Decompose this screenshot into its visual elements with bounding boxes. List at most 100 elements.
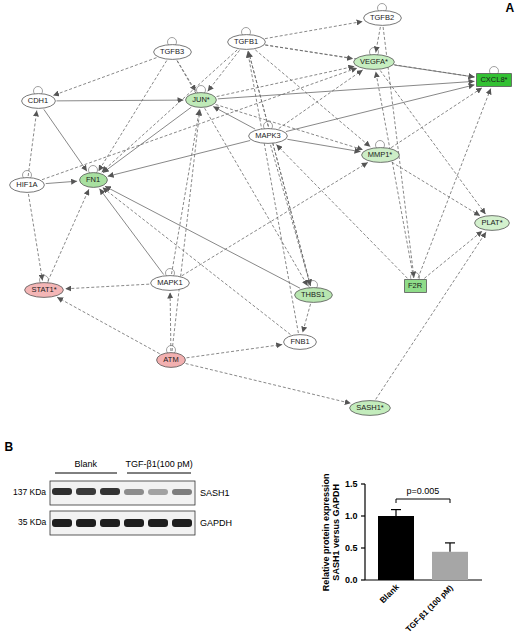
figure-label: B	[5, 441, 14, 455]
gene-label: CDH1	[21, 97, 56, 105]
interaction-edge	[248, 51, 310, 286]
interaction-edge	[271, 145, 311, 286]
figure-label: Relative protein expression SASH1 versus…	[321, 466, 342, 598]
interaction-edge	[98, 61, 166, 172]
interaction-edge	[57, 297, 160, 354]
interaction-edge	[216, 104, 363, 149]
gene-node: MAPK3	[248, 128, 288, 144]
interaction-edge	[186, 364, 351, 404]
gene-label: HIF1A	[9, 181, 45, 189]
gene-label: TGFB1	[227, 38, 266, 46]
blot-band	[100, 519, 120, 527]
gapdh-bands	[52, 519, 192, 527]
gene-node: CDH1	[21, 93, 56, 109]
gene-label: STAT1*	[24, 286, 64, 294]
tick	[361, 515, 365, 516]
interaction-edge	[46, 181, 77, 183]
figure-label: 1.0	[345, 511, 358, 521]
figure-label: Blank	[378, 582, 401, 605]
gene-node: STAT1*	[24, 282, 64, 298]
gene-node: VEGFA*	[353, 54, 395, 70]
interaction-edge	[42, 68, 357, 180]
figure-label: 35 KDa	[18, 518, 46, 528]
gene-label: TGFB3	[153, 48, 192, 56]
gene-label: PLAT*	[474, 219, 510, 227]
interaction-edge	[395, 65, 475, 77]
blot-band	[76, 519, 96, 527]
gene-label: FNB1	[283, 338, 317, 346]
blot-band	[148, 489, 168, 495]
gene-node: TGFB3	[153, 44, 192, 60]
chart-axes	[361, 484, 482, 580]
figure-label: 0.0	[345, 575, 358, 585]
figure-label: TGF-β1 (100 pM)	[404, 583, 455, 634]
blot-band	[172, 519, 192, 527]
gene-label: MAPK1	[150, 279, 190, 287]
interaction-edge	[376, 71, 414, 278]
figure-label: Blank	[75, 459, 98, 469]
interaction-edge	[376, 27, 381, 53]
interaction-edge	[424, 231, 482, 278]
gene-node: TGFB2	[363, 10, 402, 26]
gene-node: JUN*	[185, 92, 217, 108]
gene-label: FN1	[79, 176, 108, 184]
blot-band	[148, 519, 168, 527]
gene-label: VEGFA*	[353, 58, 395, 66]
interaction-edge	[48, 189, 89, 281]
figure-label: p=0.005	[407, 486, 440, 496]
figure-label: 1.5	[345, 479, 358, 489]
blot-band	[52, 488, 72, 495]
error-bar	[395, 510, 396, 516]
gene-node: F2R	[404, 279, 427, 293]
interaction-edge	[99, 189, 163, 275]
interaction-edge	[248, 51, 310, 286]
y-axis	[364, 484, 365, 580]
interaction-edge	[279, 70, 363, 129]
interaction-edge	[102, 50, 238, 172]
gene-node: HIF1A	[9, 177, 45, 193]
blot-band	[172, 489, 192, 495]
gene-node: THBS1	[294, 287, 333, 303]
interaction-edge	[182, 162, 368, 275]
interaction-edge	[56, 100, 183, 102]
interaction-edge	[44, 109, 87, 171]
interaction-edge	[103, 187, 291, 334]
gene-label: CXCL8*	[476, 76, 512, 84]
gene-label: ATM	[156, 356, 186, 364]
gene-node: TGFB1	[227, 34, 266, 50]
interaction-edge	[65, 284, 149, 289]
tick	[361, 483, 365, 484]
error-cap	[391, 509, 401, 510]
gene-node: MMP1*	[361, 147, 400, 163]
interaction-edge	[380, 71, 485, 215]
significance-bracket	[396, 499, 450, 503]
interaction-edge	[392, 162, 480, 216]
gene-label: SASH1*	[349, 404, 391, 412]
gene-node: ATM	[156, 352, 186, 368]
group-line	[127, 473, 191, 474]
interaction-edge	[172, 109, 200, 274]
interaction-edge	[287, 139, 360, 151]
interaction-edge	[105, 186, 300, 288]
gene-node: FN1	[79, 172, 108, 188]
gene-label: MAPK3	[248, 132, 288, 140]
gene-node: FNB1	[283, 334, 317, 350]
blot-band	[124, 519, 144, 527]
gene-label: THBS1	[294, 291, 333, 299]
interaction-edge	[265, 21, 363, 38]
figure-label: 0.5	[345, 543, 358, 553]
gene-label: F2R	[404, 282, 427, 290]
interaction-edge	[286, 85, 475, 132]
gene-node: PLAT*	[474, 215, 510, 231]
interaction-edge	[391, 88, 482, 148]
sash1-bands	[52, 488, 192, 495]
gene-node: SASH1*	[349, 400, 391, 416]
gene-label: TGFB2	[363, 14, 402, 22]
interaction-edge	[418, 88, 491, 278]
figure-label: GAPDH	[200, 518, 232, 528]
gene-node: CXCL8*	[476, 73, 512, 87]
tick	[361, 547, 365, 548]
blot-band	[76, 488, 96, 495]
